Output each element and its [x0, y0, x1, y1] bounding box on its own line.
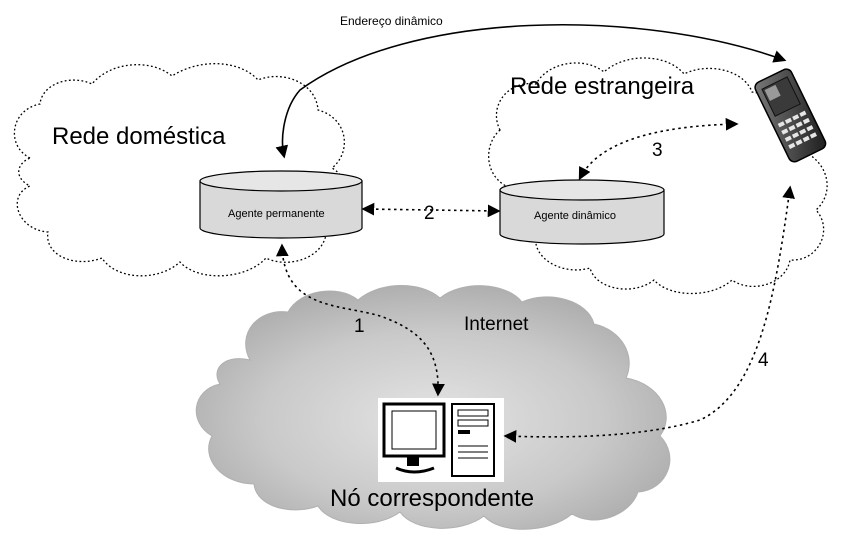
dynamic-address-label: Endereço dinâmico: [340, 14, 443, 28]
step-2-label: 2: [424, 203, 435, 224]
arrow-1: [275, 243, 445, 397]
computer-icon: [378, 398, 504, 482]
step-4-label: 4: [758, 350, 769, 371]
home-agent-label: Agente permanente: [228, 208, 325, 220]
step-1-label: 1: [354, 316, 365, 337]
arrow-2: [361, 202, 501, 218]
home-agent-cylinder: [199, 170, 363, 239]
arrow-3: [578, 117, 739, 181]
foreign-network-label: Rede estrangeira: [510, 73, 695, 100]
home-network-cloud: [13, 63, 349, 277]
arrow-4: [503, 185, 795, 443]
correspondent-node-label: Nó correspondente: [330, 485, 534, 512]
foreign-agent-label: Agente dinâmico: [534, 210, 616, 222]
home-network-label: Rede doméstica: [52, 123, 226, 150]
step-3-label: 3: [652, 140, 663, 161]
internet-label: Internet: [464, 314, 529, 335]
dynamic-address-arrow: [275, 23, 787, 159]
